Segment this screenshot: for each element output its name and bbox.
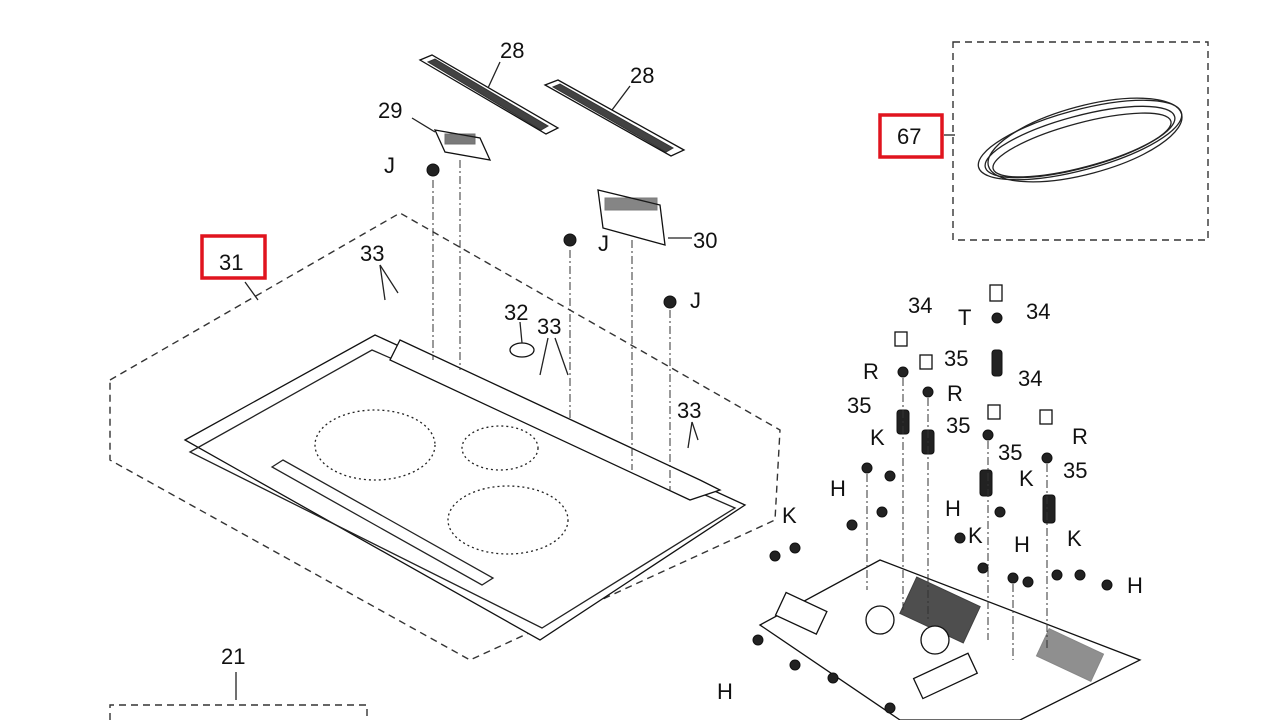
control-board-part[interactable] — [758, 559, 1142, 720]
screw-j[interactable] — [663, 295, 677, 309]
callout-label: 33 — [677, 398, 701, 423]
callout-label: H — [1014, 532, 1030, 557]
callout-label: H — [945, 496, 961, 521]
screw-j[interactable] — [563, 233, 577, 247]
callout-label: 28 — [500, 38, 524, 63]
callout-label: K — [1019, 466, 1034, 491]
callout-label: 35 — [1063, 458, 1087, 483]
callout-label: K — [870, 425, 885, 450]
callout-label: R — [863, 359, 879, 384]
callout-label: 29 — [378, 98, 402, 123]
assembly-leader-lines — [432, 160, 671, 490]
callout-label: T — [958, 305, 971, 330]
grille-strip-part[interactable] — [543, 79, 686, 157]
callout-label: 35 — [998, 440, 1022, 465]
callout-label: R — [947, 381, 963, 406]
callout-label: J — [384, 153, 395, 178]
board-leader-lines — [866, 378, 1048, 660]
knob-part-32[interactable] — [509, 342, 535, 358]
callout-label: H — [1127, 573, 1143, 598]
callout-label: 34 — [1026, 299, 1050, 324]
callout-label: K — [968, 523, 983, 548]
highlight-box-67 — [878, 113, 944, 159]
callout-label: K — [782, 503, 797, 528]
callout-label: R — [1072, 424, 1088, 449]
callout-label: J — [690, 288, 701, 313]
cooktop-assembly-boundary — [109, 212, 781, 661]
board-fasteners[interactable] — [752, 284, 1113, 714]
callout-label: 33 — [537, 314, 561, 339]
callout-label: 21 — [221, 644, 245, 669]
callout-label: 35 — [946, 413, 970, 438]
callout-labels: 28 28 29 J J 30 31 33 32 33 J 33 67 34 T… — [219, 38, 1143, 704]
callout-label-highlighted: 31 — [219, 250, 243, 275]
callout-label: 33 — [360, 241, 384, 266]
callout-label: 35 — [944, 346, 968, 371]
connector-part-29[interactable] — [433, 129, 492, 161]
callout-label: K — [1067, 526, 1082, 551]
callout-label: H — [830, 476, 846, 501]
grille-strip-part[interactable] — [418, 54, 560, 135]
connector-part-30[interactable] — [597, 189, 666, 246]
highlight-box-31 — [200, 234, 267, 280]
callout-label: 32 — [504, 300, 528, 325]
part-21-boundary — [109, 704, 368, 720]
callout-label: 35 — [847, 393, 871, 418]
callout-label-highlighted: 67 — [897, 124, 921, 149]
screw-j[interactable] — [426, 163, 440, 177]
callout-label: 28 — [630, 63, 654, 88]
glass-cooktop-part[interactable] — [183, 334, 747, 641]
cable-kit-boundary — [952, 41, 1209, 241]
power-cable-part[interactable] — [971, 81, 1191, 198]
callout-label: 34 — [908, 293, 932, 318]
callout-label: 34 — [1018, 366, 1042, 391]
callout-label: J — [598, 231, 609, 256]
callout-label: H — [717, 679, 733, 704]
callout-label: 30 — [693, 228, 717, 253]
